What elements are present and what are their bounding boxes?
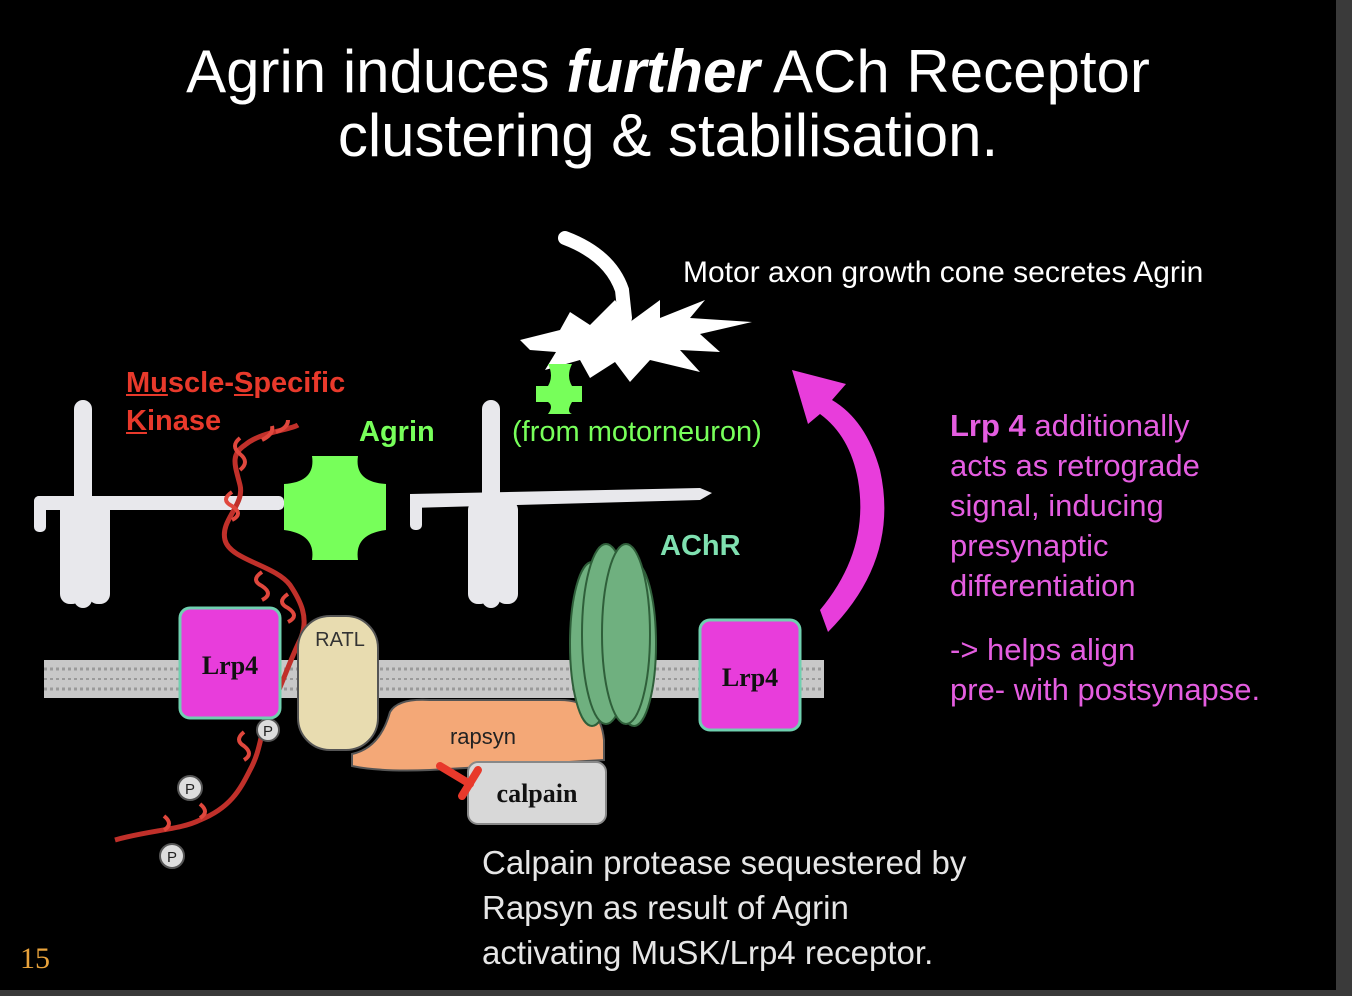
musk-protein-chain — [114, 422, 307, 843]
rapsyn-label: rapsyn — [450, 724, 516, 749]
title-part-1: Agrin induces — [186, 38, 567, 105]
musk-k: K — [126, 405, 147, 437]
musk-mu: Mu — [126, 367, 168, 399]
title-part-2: ACh Receptor — [759, 38, 1150, 105]
musk-s: S — [233, 367, 254, 399]
basal-lamina-left — [34, 400, 284, 608]
agrin-label: Agrin — [359, 416, 435, 448]
rapsyn-protein — [351, 698, 605, 772]
lrp-note-line4: presynaptic — [950, 528, 1109, 563]
phospho-group-1: P — [256, 718, 280, 742]
lrp4-left-label: Lrp4 — [202, 651, 258, 680]
helps-line1: -> helps align — [950, 632, 1136, 667]
lrp4-retrograde-note: Lrp 4 additionally acts as retrograde si… — [950, 406, 1200, 606]
cell-membrane — [44, 660, 824, 698]
svg-text:P: P — [185, 781, 195, 798]
calpain-note-line2: Rapsyn as result of Agrin — [482, 889, 849, 926]
musk-label: Muscle-Specific Kinase — [126, 364, 345, 440]
achr-label: AChR — [660, 530, 741, 562]
agrin-small-shape — [536, 364, 582, 414]
growth-cone — [520, 231, 752, 382]
achr-receptor — [569, 543, 657, 727]
title-emphasis: further — [566, 38, 760, 105]
phospho-group-3: P — [159, 843, 185, 869]
lrp4-right-label: Lrp4 — [722, 663, 778, 692]
agrin-binding-edge — [282, 443, 315, 458]
lrp-note-line3: signal, inducing — [950, 488, 1164, 523]
basal-lamina-right — [410, 400, 712, 608]
calpain-note-line3: activating MuSK/Lrp4 receptor. — [482, 934, 934, 971]
axon-caption: Motor axon growth cone secretes Agrin — [683, 256, 1204, 289]
lrp-note-bold: Lrp 4 — [950, 408, 1026, 443]
lrp-note-line5: differentiation — [950, 568, 1136, 603]
musk-pecific: pecific — [253, 367, 346, 399]
ratl-protein — [297, 615, 379, 751]
lrp-note-line2: acts as retrograde — [950, 448, 1200, 483]
lrp-note-line1: additionally — [1025, 408, 1190, 443]
musk-scle: scle- — [167, 367, 234, 399]
retrograde-arrow — [792, 370, 885, 632]
helps-line2: pre- with postsynapse. — [950, 672, 1261, 707]
lrp4-right-box — [698, 618, 802, 732]
phospho-group-2: P — [177, 775, 203, 801]
ratl-label: RATL — [315, 629, 365, 651]
musk-inase: inase — [146, 405, 222, 437]
svg-text:P: P — [263, 723, 273, 740]
calpain-note-line1: Calpain protease sequestered by — [482, 844, 967, 881]
from-motorneuron-label: (from motorneuron) — [512, 416, 762, 448]
helps-align-note: -> helps align pre- with postsynapse. — [950, 630, 1260, 710]
svg-text:P: P — [167, 849, 177, 866]
musk-coils — [162, 419, 296, 832]
inhibition-symbol — [436, 762, 482, 800]
window-edge-bottom — [0, 990, 1352, 996]
title-line-2: clustering & stabilisation. — [337, 102, 999, 169]
calpain-note: Calpain protease sequestered by Rapsyn a… — [482, 840, 966, 975]
window-edge-right — [1336, 0, 1352, 996]
lrp4-left-box — [178, 606, 282, 720]
calpain-label: calpain — [497, 779, 578, 808]
page-number: 15 — [20, 942, 50, 975]
agrin-large-shape — [284, 456, 386, 560]
slide-title: Agrin induces further ACh Receptor clust… — [40, 40, 1296, 168]
